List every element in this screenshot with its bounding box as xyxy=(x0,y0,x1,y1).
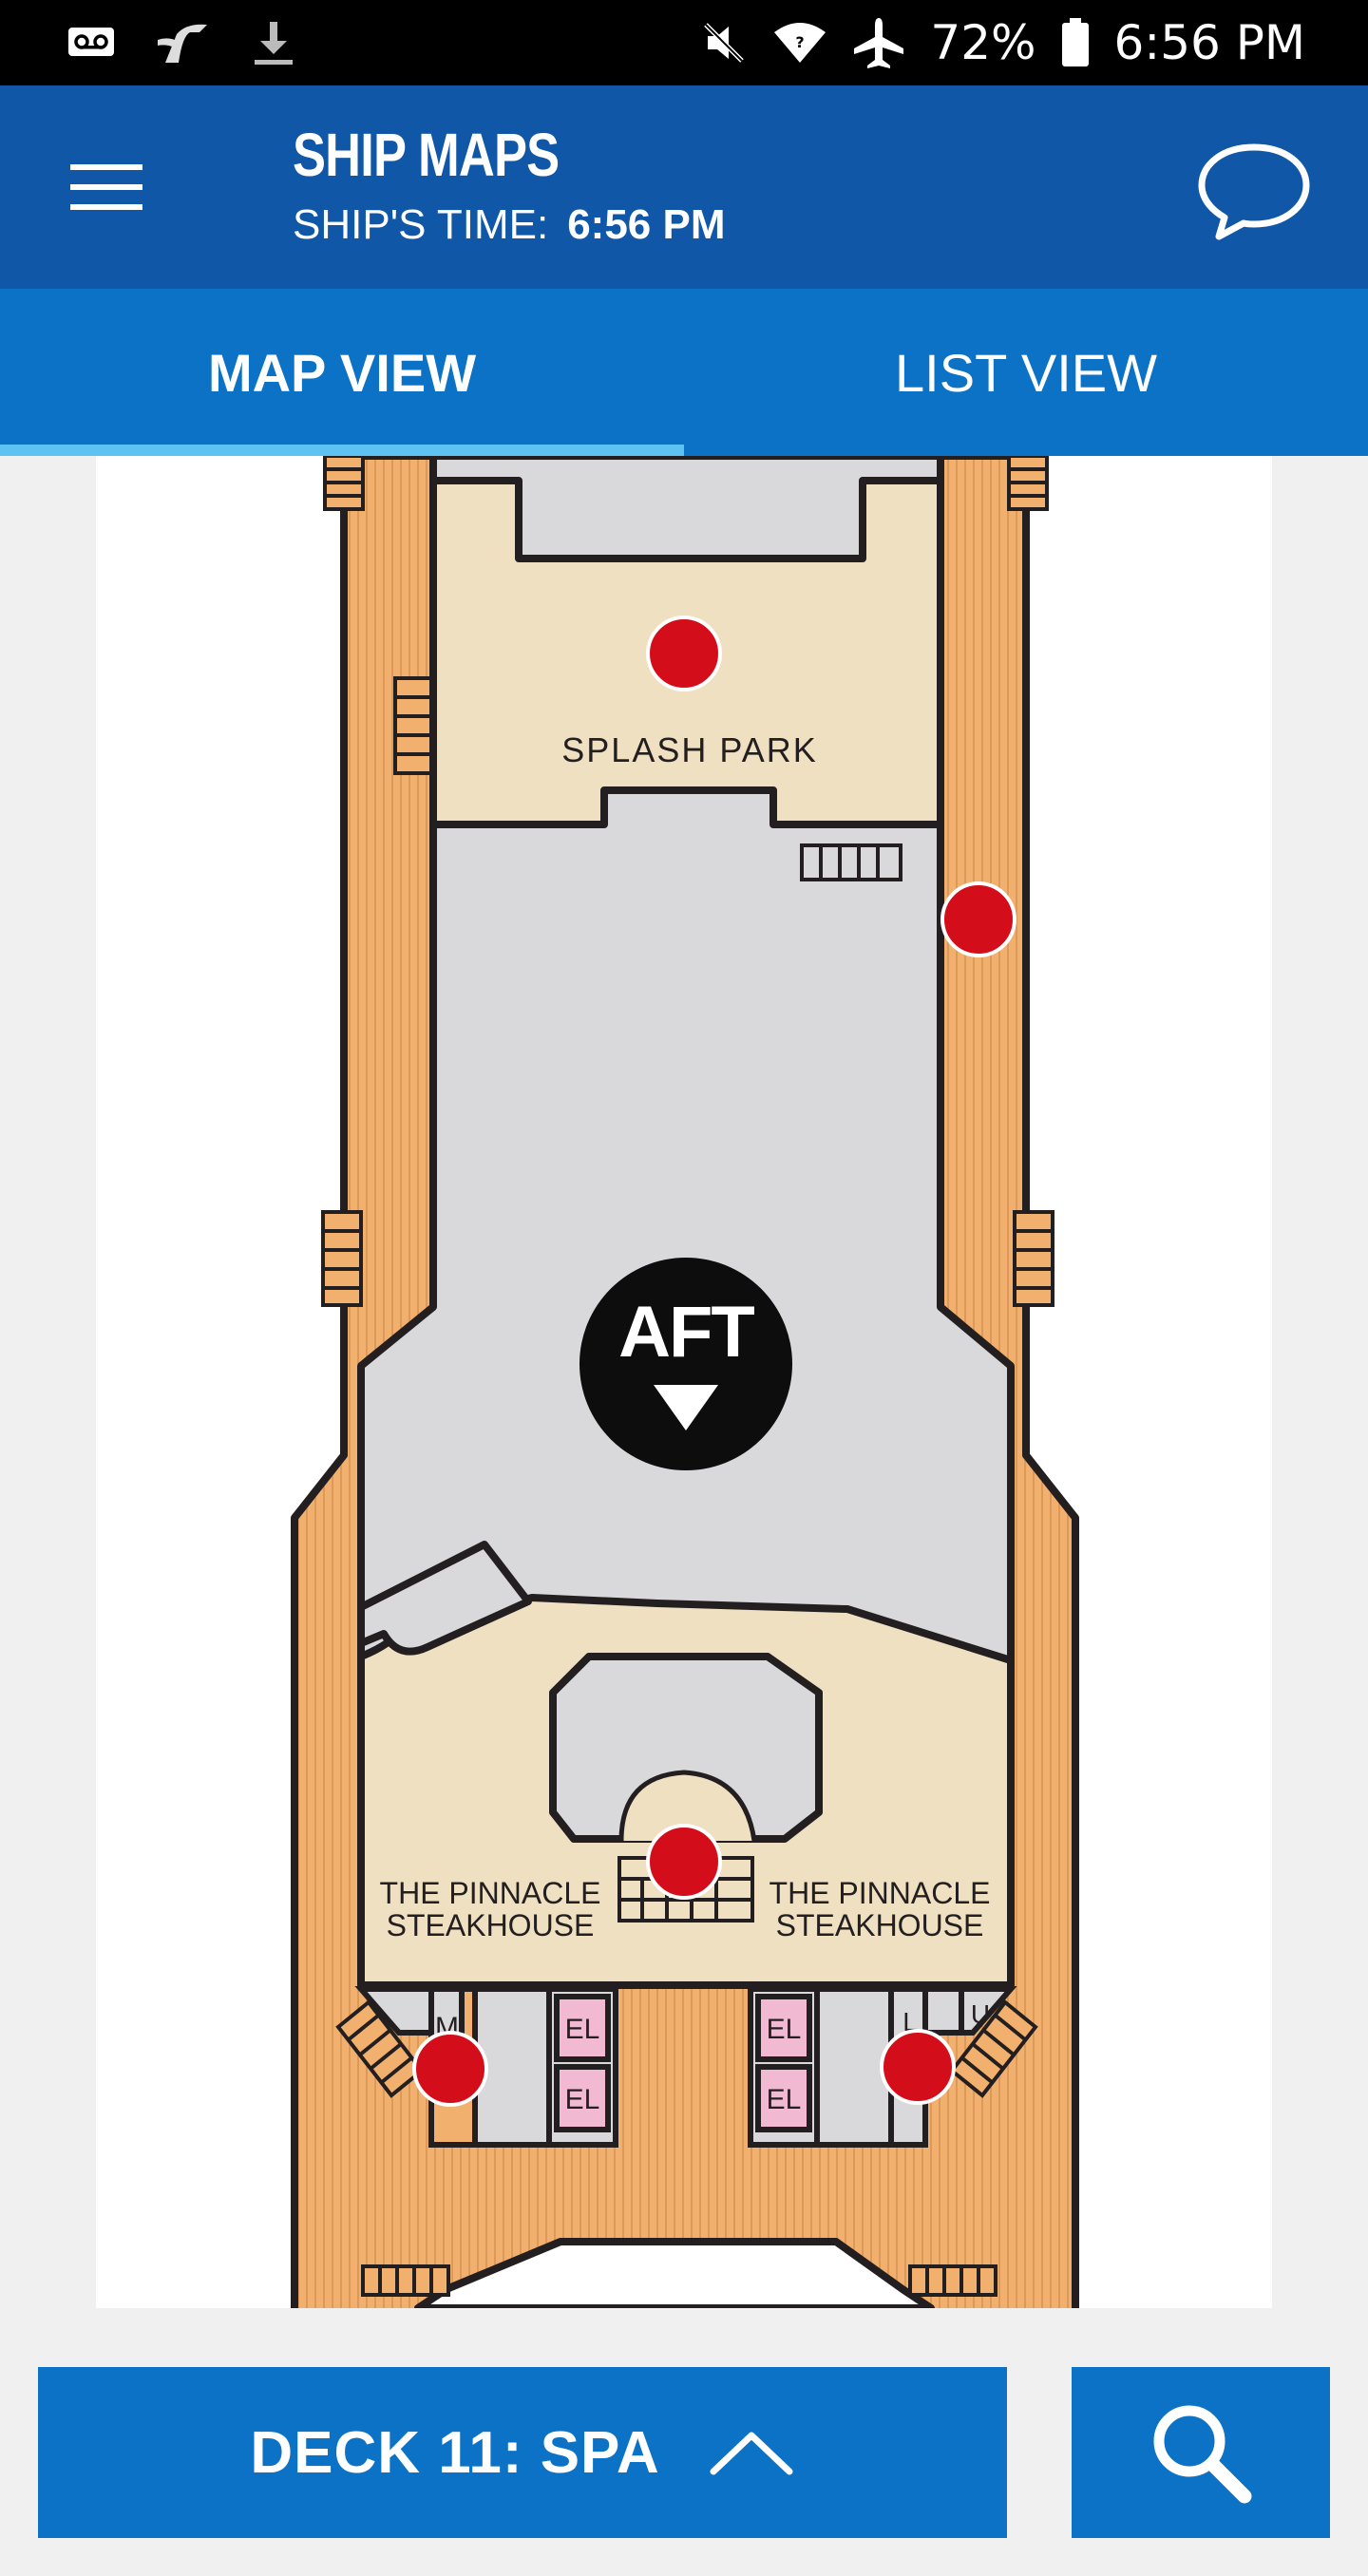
menu-icon xyxy=(70,164,142,210)
pinnacle-right-label-line1: THE PINNACLE xyxy=(770,1876,991,1910)
deck-selector-button[interactable]: DECK 11: SPA xyxy=(38,2367,1007,2538)
location-marker[interactable] xyxy=(940,881,1016,957)
pinnacle-right-label-line2: STEAKHOUSE xyxy=(776,1908,984,1942)
wifi-icon: ? xyxy=(772,19,827,66)
chat-icon xyxy=(1198,143,1310,240)
view-tabs: MAP VIEW LIST VIEW xyxy=(0,289,1368,456)
ship-time: SHIP'S TIME: 6:56 PM xyxy=(293,201,726,249)
battery-icon xyxy=(1061,18,1090,67)
location-marker[interactable] xyxy=(880,2029,956,2105)
tab-list-view[interactable]: LIST VIEW xyxy=(895,342,1157,403)
voicemail-icon xyxy=(66,26,116,60)
status-bar-system: ? 72% 6:56 PM xyxy=(700,0,1305,85)
map-area[interactable]: SPLASH PARK THE PINNACLE STEAKHOUSE THE … xyxy=(0,456,1368,2308)
aft-arrow-icon xyxy=(654,1385,718,1430)
search-button[interactable] xyxy=(1072,2367,1330,2538)
svg-text:?: ? xyxy=(796,33,805,51)
status-clock: 6:56 PM xyxy=(1113,15,1305,70)
aft-label: AFT xyxy=(618,1292,754,1373)
elevator-label: EL xyxy=(565,2084,600,2115)
app-header: SHIP MAPS SHIP'S TIME: 6:56 PM xyxy=(0,85,1368,289)
location-marker[interactable] xyxy=(646,1824,722,1900)
splash-park-label: SPLASH PARK xyxy=(561,730,817,769)
carnival-logo-icon xyxy=(154,19,211,66)
pinnacle-dining-room xyxy=(549,1653,823,1843)
elevator-label: EL xyxy=(767,2084,802,2115)
status-bar: ? 72% 6:56 PM xyxy=(0,0,1368,85)
splash-park-stairs xyxy=(800,843,902,881)
location-marker[interactable] xyxy=(646,616,722,691)
pinnacle-arch xyxy=(618,1770,757,1842)
elevator-label: EL xyxy=(565,2014,600,2045)
location-marker[interactable] xyxy=(412,2031,488,2107)
menu-button[interactable] xyxy=(53,144,160,230)
search-icon xyxy=(1153,2405,1252,2504)
deck-map[interactable]: SPLASH PARK THE PINNACLE STEAKHOUSE THE … xyxy=(0,456,1368,2308)
tab-map-view[interactable]: MAP VIEW xyxy=(0,289,684,456)
page-title: SHIP MAPS xyxy=(293,121,560,189)
pinnacle-left-label-line2: STEAKHOUSE xyxy=(387,1908,595,1942)
hull-stairs xyxy=(321,456,1054,2297)
elevator-label: EL xyxy=(767,2014,802,2045)
status-bar-notifications xyxy=(66,17,298,68)
deck-label: DECK 11: SPA xyxy=(250,2419,660,2486)
chevron-up-icon xyxy=(710,2432,793,2475)
pinnacle-bar-structure xyxy=(357,1541,532,1656)
download-icon xyxy=(249,18,298,67)
ship-time-value: 6:56 PM xyxy=(567,201,726,248)
location-markers[interactable] xyxy=(412,616,1016,2107)
mute-icon xyxy=(700,19,748,66)
ship-time-label: SHIP'S TIME: xyxy=(293,201,549,248)
battery-percent: 72% xyxy=(930,15,1036,70)
pinnacle-left-label-line1: THE PINNACLE xyxy=(380,1876,601,1910)
chat-button[interactable] xyxy=(1188,135,1320,247)
airplane-mode-icon xyxy=(852,16,905,69)
aft-direction-badge: AFT xyxy=(580,1258,792,1470)
restroom-u-label: U xyxy=(971,1999,990,2029)
